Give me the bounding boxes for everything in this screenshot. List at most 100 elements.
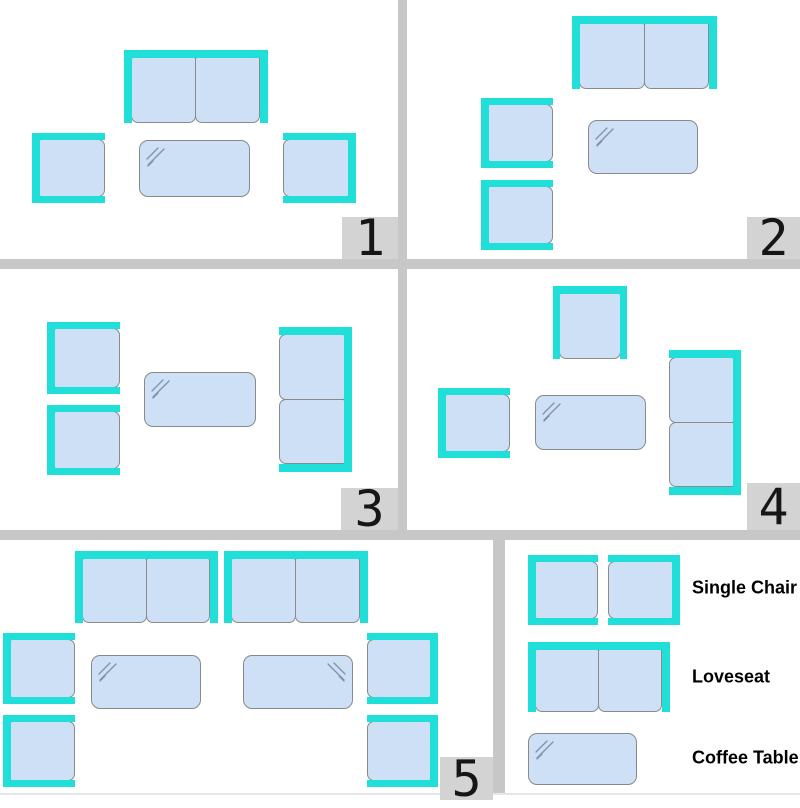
seat-cushion [669,421,734,487]
seat-cushion [488,104,553,162]
single-chair-icon [3,633,75,704]
panel-number-badge: 4 [747,477,800,536]
panel-number-badge: 2 [747,213,800,263]
seat-cushion [54,328,120,388]
seat-cushion [231,558,296,623]
panel-number-badge: 3 [341,484,398,534]
sofa-back-strip [608,555,680,562]
single-chair-icon [367,633,438,704]
sofa-back-strip [3,633,11,704]
single-chair-icon [553,286,627,359]
seat-cushion [295,558,360,623]
sofa-back-strip [430,633,438,704]
single-chair-icon [481,180,553,250]
sofa-back-strip [224,551,368,559]
seat-cushion [39,139,105,197]
sofa-back-strip [32,133,40,203]
sofa-back-strip [572,16,717,24]
panel-number: 4 [758,477,789,536]
coffee-table-icon [528,733,637,785]
single-chair-icon [367,715,438,787]
sofa-back-strip [283,133,356,140]
panel-divider [398,0,407,540]
single-chair-icon [3,715,75,787]
panel-number-badge: 5 [440,754,493,804]
arrangement-panel-5: 5 [0,540,493,804]
coffee-table-icon [144,372,256,427]
sofa-back-strip [3,697,75,704]
sofa-back-strip [3,780,75,787]
sofa-back-strip [528,642,536,712]
single-chair-icon [47,405,120,475]
sofa-back-strip [528,642,670,650]
sofa-back-strip [438,388,510,395]
sofa-back-strip [553,286,560,359]
sofa-back-strip [32,196,105,203]
sofa-back-strip [47,405,55,475]
glass-shine-icon [98,662,117,682]
arrangement-panel-4: 4 [407,269,800,536]
sofa-back-strip [528,555,536,625]
sofa-back-strip [3,715,75,722]
single-chair-icon [47,322,120,394]
panel-number: 1 [354,209,386,267]
seat-cushion [643,23,709,89]
sofa-back-strip [528,618,598,625]
seat-cushion [608,561,673,619]
sofa-back-strip [430,715,438,787]
sofa-back-strip [3,715,11,787]
sofa-back-strip [124,50,268,58]
sofa-back-strip [32,133,105,140]
sofa-back-strip [279,327,352,335]
sofa-back-strip [572,16,580,89]
loveseat-icon [75,551,218,623]
glass-shine-icon [542,402,561,422]
loveseat-icon [279,327,352,472]
sofa-back-strip [620,286,627,359]
glass-shine-icon [595,127,614,147]
single-chair-icon [32,133,105,203]
sofa-back-strip [47,322,120,329]
sofa-back-strip [224,551,232,623]
coffee-table-icon [535,395,646,450]
sofa-back-strip [260,50,268,123]
seat-cushion [145,558,210,623]
seat-cushion [195,57,260,123]
single-chair-icon [481,98,553,168]
sofa-back-strip [367,715,438,722]
coffee-table-icon [139,140,250,197]
sofa-back-strip [348,133,356,203]
single-chair-icon [608,555,680,625]
sofa-back-strip [344,327,352,472]
sofa-back-strip [47,322,55,394]
seat-cushion [279,334,345,400]
seat-cushion [445,394,510,452]
sofa-back-strip [47,405,120,412]
arrangement-panel-3: 3 [0,269,398,534]
sofa-back-strip [3,633,75,640]
glass-shine-icon [151,379,170,399]
sofa-back-strip [279,464,352,472]
sofa-back-strip [367,633,438,640]
coffee-table-icon [588,120,698,174]
panel-number: 5 [451,749,482,808]
seat-cushion [669,357,734,423]
seat-cushion [559,293,621,359]
legend-label: Loveseat [692,666,771,687]
seat-cushion [10,639,75,698]
legend-label: Single Chair [692,577,798,598]
panel-number-badge: 1 [342,213,398,263]
glass-shine-icon [146,147,165,167]
seat-cushion [279,398,345,464]
legend-label: Coffee Table [692,747,799,768]
seat-cushion [488,186,553,244]
sofa-back-strip [709,16,717,89]
loveseat-icon [669,350,741,495]
sofa-back-strip [124,50,132,123]
panel-number: 2 [758,209,789,267]
sofa-back-strip [608,618,680,625]
sofa-back-strip [481,98,489,168]
single-chair-icon [283,133,356,203]
seat-cushion [10,721,75,781]
